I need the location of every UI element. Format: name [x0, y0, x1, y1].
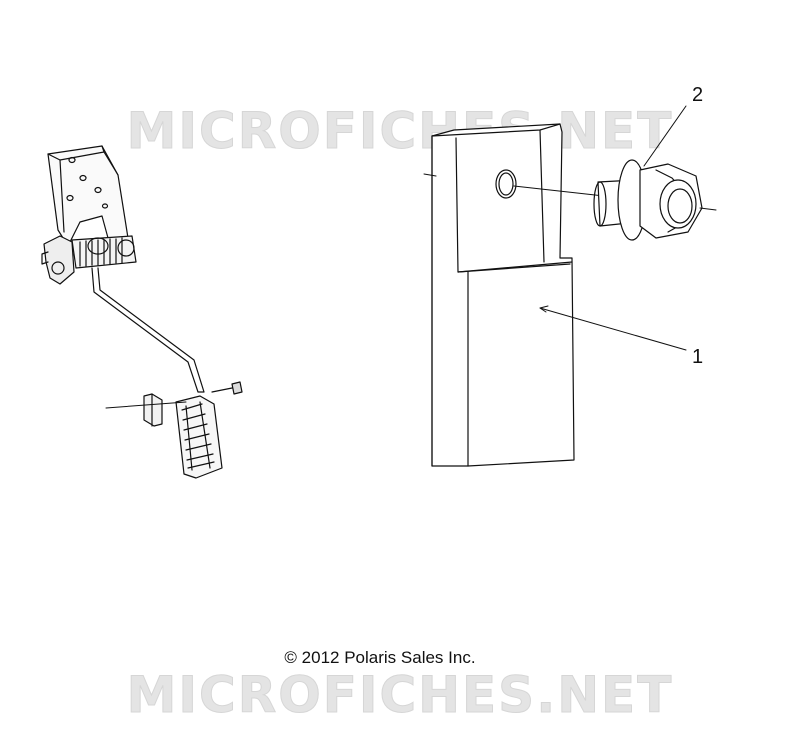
- accelerator-pedal-assembly: [41, 145, 243, 479]
- copyright-text: © 2012 Polaris Sales Inc.: [284, 648, 476, 667]
- callout-1: 1: [692, 346, 704, 368]
- leader-arrow-1: [539, 305, 549, 313]
- callout-2: 2: [692, 84, 704, 106]
- leader-line-2: [643, 105, 687, 167]
- watermark-bottom: MICROFICHES.NET: [126, 666, 674, 725]
- flange-nut-part-2: [593, 159, 717, 241]
- bracket-part-1: [423, 123, 605, 467]
- watermark-top: MICROFICHES.NET: [126, 102, 674, 161]
- leader-line-1: [539, 307, 687, 351]
